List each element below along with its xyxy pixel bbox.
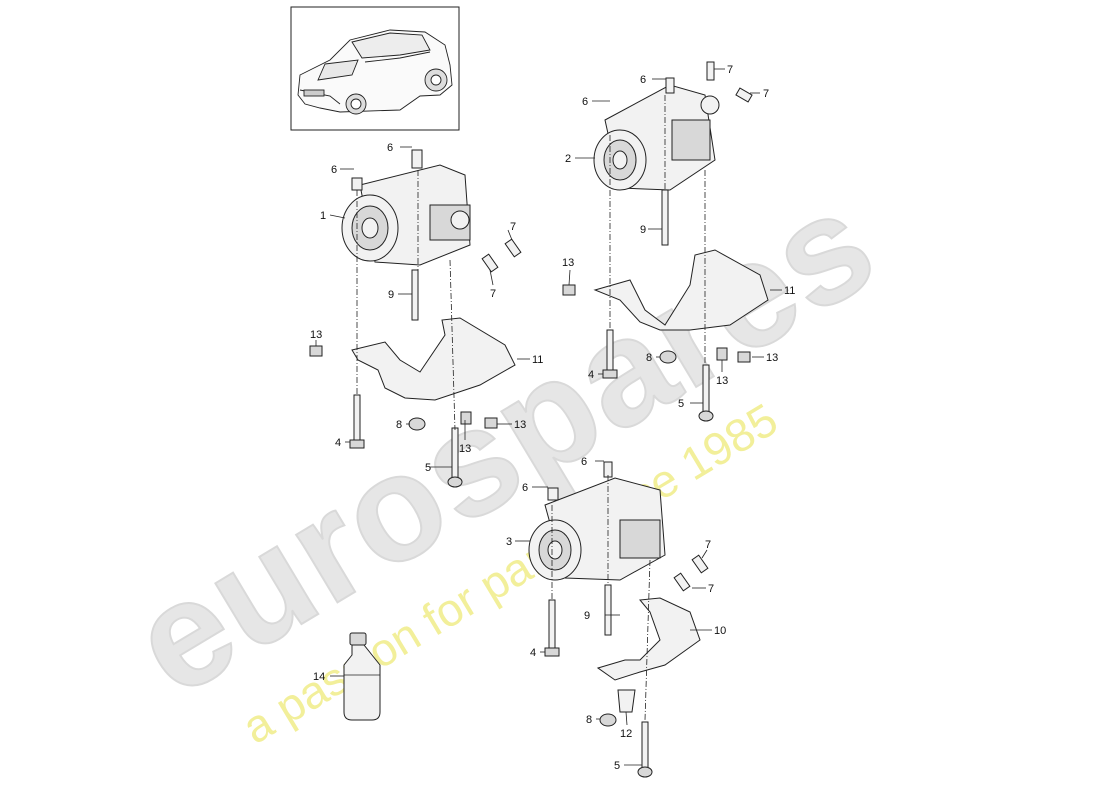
callout-7: 7 [727, 64, 733, 76]
callouts: 1 6 6 7 7 9 13 11 4 8 5 13 13 2 6 6 7 7 … [310, 64, 795, 772]
callout-6: 6 [582, 96, 588, 108]
callout-2: 2 [565, 153, 571, 165]
leader-lines [315, 68, 782, 766]
callout-13: 13 [562, 257, 574, 269]
clip-13b [460, 411, 472, 425]
callout-7: 7 [708, 583, 714, 595]
nut-8c [599, 713, 617, 727]
oil-bottle [343, 632, 381, 721]
bolt-5 [451, 427, 459, 479]
callout-6: 6 [522, 482, 528, 494]
vehicle-thumbnail [290, 6, 460, 131]
callout-6: 6 [581, 456, 587, 468]
bracket-11b [593, 249, 769, 331]
callout-3: 3 [506, 536, 512, 548]
clip-12 [617, 689, 636, 713]
alignment-lines-2 [609, 95, 706, 365]
compressor-assembly-3 [528, 461, 709, 778]
compressor-assembly-1 [309, 149, 522, 488]
bolt-5-head [447, 476, 463, 488]
clip-13d [562, 284, 576, 296]
bolt-9c [604, 584, 612, 636]
compressor-2 [593, 77, 720, 191]
callout-10: 10 [714, 625, 726, 637]
bolt-7e [691, 554, 709, 574]
callout-14: 14 [313, 671, 325, 683]
callout-8: 8 [646, 352, 652, 364]
bolt-5c-head [637, 766, 653, 778]
bolt-9b [661, 189, 669, 246]
callout-6: 6 [640, 74, 646, 86]
bolt-4b-head [602, 369, 618, 379]
bracket-10 [596, 597, 701, 681]
callout-5: 5 [425, 462, 431, 474]
callout-13: 13 [716, 375, 728, 387]
bolt-7c [706, 61, 715, 81]
compressor-assembly-2 [562, 61, 769, 422]
callout-4: 4 [335, 437, 341, 449]
callout-9: 9 [388, 289, 394, 301]
clip-13e [716, 347, 728, 361]
bolt-4-head [349, 439, 365, 449]
nut-8b [659, 350, 677, 364]
callout-4: 4 [588, 369, 594, 381]
callout-8: 8 [586, 714, 592, 726]
clip-13c [484, 417, 498, 429]
callout-9: 9 [584, 610, 590, 622]
callout-7: 7 [490, 288, 496, 300]
bolt-4 [353, 394, 361, 441]
watermark-brand: eurospares [105, 157, 902, 728]
nut-8 [408, 417, 426, 431]
bolt-7b [481, 253, 499, 273]
bolt-7f [673, 572, 691, 592]
callout-13: 13 [310, 329, 322, 341]
bolt-5b-head [698, 410, 714, 422]
bolt-7a [504, 238, 522, 258]
bolt-5c [641, 721, 649, 771]
bracket-11 [351, 317, 516, 401]
compressor-3 [528, 461, 666, 581]
callout-6: 6 [331, 164, 337, 176]
watermark: eurospares a passion for parts since 198… [104, 156, 903, 754]
callout-13: 13 [766, 352, 778, 364]
callout-5: 5 [614, 760, 620, 772]
bolt-4c [548, 599, 556, 649]
bolt-4b [606, 329, 614, 371]
bolt-5b [702, 364, 710, 414]
callout-6: 6 [387, 142, 393, 154]
callout-13: 13 [459, 443, 471, 455]
clip-13f [737, 351, 751, 363]
bolt-4c-head [544, 647, 560, 657]
alignment-lines-1 [356, 170, 456, 431]
callout-11: 11 [532, 354, 543, 366]
bolt-7d [735, 87, 753, 103]
callout-1: 1 [320, 210, 326, 222]
compressor-1 [341, 149, 471, 266]
callout-7: 7 [763, 88, 769, 100]
callout-11: 11 [784, 285, 795, 297]
callout-7: 7 [510, 221, 516, 233]
callout-13: 13 [514, 419, 526, 431]
callout-8: 8 [396, 419, 402, 431]
bolt-9 [411, 269, 419, 321]
callout-5: 5 [678, 398, 684, 410]
alignment-lines-3 [551, 475, 651, 721]
callout-4: 4 [530, 647, 536, 659]
car-suv-icon [297, 29, 453, 115]
callout-12: 12 [620, 728, 632, 740]
clip-13a [309, 345, 323, 357]
callout-7: 7 [705, 539, 711, 551]
callout-9: 9 [640, 224, 646, 236]
